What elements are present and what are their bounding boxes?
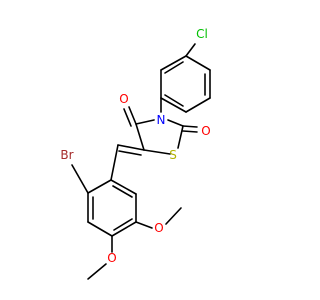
bromine-atom-label: Br xyxy=(60,148,73,162)
bond xyxy=(160,97,187,113)
bond xyxy=(110,144,119,181)
oxygen-atom-label-carbonyl-top: O xyxy=(119,92,128,106)
bond xyxy=(128,106,137,125)
bond xyxy=(177,125,184,149)
bond xyxy=(135,123,145,151)
bond xyxy=(182,125,198,128)
bond xyxy=(185,97,211,113)
bond xyxy=(123,108,132,127)
bond xyxy=(164,94,184,107)
bond xyxy=(87,221,113,237)
bond xyxy=(164,61,184,74)
bond xyxy=(160,55,187,71)
oxygen-atom-label-methoxy-right: O xyxy=(154,221,163,235)
bond xyxy=(87,263,107,280)
bond xyxy=(135,221,153,229)
bond xyxy=(185,55,211,71)
bond xyxy=(167,119,184,127)
bond xyxy=(112,185,133,198)
bond xyxy=(143,149,171,155)
oxygen-atom-label-carbonyl-right: O xyxy=(201,124,210,138)
chlorine-atom-label: Cl xyxy=(196,27,208,41)
bond xyxy=(118,150,142,156)
bond xyxy=(113,218,133,231)
bond xyxy=(110,179,137,195)
bond xyxy=(165,207,182,225)
bond xyxy=(71,164,89,194)
bond xyxy=(87,179,112,194)
chemical-structure: Cl N S O O Br O O xyxy=(60,27,211,280)
bond xyxy=(111,221,137,237)
bond-layer xyxy=(71,43,211,280)
sulfur-atom-label: S xyxy=(169,148,177,162)
bond xyxy=(117,144,145,151)
bond xyxy=(135,119,155,125)
bond xyxy=(182,130,198,133)
atom-labels: Cl N S O O Br O O xyxy=(60,27,210,265)
nitrogen-atom-label: N xyxy=(157,113,166,127)
bond xyxy=(185,43,196,57)
oxygen-atom-label-methoxy-bottom: O xyxy=(107,251,116,265)
